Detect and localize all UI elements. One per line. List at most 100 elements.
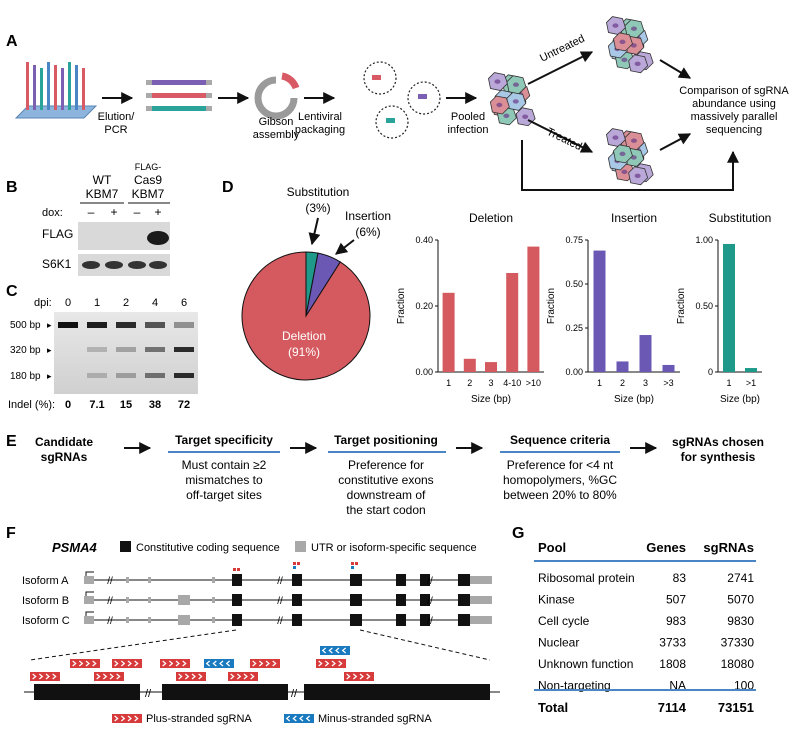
- step-infection: infection: [448, 124, 489, 136]
- gel-band-320: [87, 347, 107, 352]
- coding-exon: [458, 614, 470, 626]
- panel-c-label: C: [6, 283, 18, 300]
- arrow-pooled-bypass: [521, 140, 739, 191]
- legend-utr-swatch: [295, 541, 306, 552]
- y-tick-label: 0.50: [695, 301, 713, 311]
- pool-name: Unknown function: [538, 657, 633, 671]
- panel-b: B WT KBM7 FLAG- Cas9 KBM7 dox: – + – + F…: [6, 162, 170, 276]
- legend-minus-label: Minus-stranded sgRNA: [318, 713, 432, 725]
- utr-exon: [212, 597, 215, 603]
- plus-sgrna: [160, 659, 190, 668]
- utr-exon: [212, 617, 215, 623]
- utr-exon: [212, 577, 215, 583]
- bar: [639, 335, 652, 372]
- bar-chart-title: Substitution: [709, 211, 772, 225]
- g-header-genes: Genes: [646, 540, 686, 555]
- svg-text:0: 0: [65, 399, 71, 411]
- gel-band-500: [116, 322, 136, 328]
- panel-d-label: D: [222, 179, 234, 196]
- x-tick-label: >1: [746, 378, 756, 388]
- f-gene-name: PSMA4: [52, 540, 98, 555]
- utr-exon: [126, 597, 129, 603]
- plus-sgrna: [228, 672, 258, 681]
- g-total-sgrnas: 73151: [718, 700, 754, 715]
- utr-exon: [148, 597, 151, 603]
- coding-exon: [292, 614, 302, 626]
- bar: [723, 243, 735, 372]
- zoom-exon: [304, 684, 490, 700]
- zoom-exon: [34, 684, 140, 700]
- isoform-exon: [178, 615, 190, 625]
- plus-sgrna: [112, 714, 142, 723]
- svg-text:constitutive exons: constitutive exons: [338, 473, 433, 487]
- coding-exon: [350, 614, 362, 626]
- e-crit3-title: Sequence criteria: [510, 433, 610, 447]
- coding-exon: [396, 574, 406, 586]
- svg-text:between 20% to 80%: between 20% to 80%: [503, 488, 617, 502]
- utr-exon: [84, 576, 94, 584]
- x-tick-label: 1: [597, 378, 602, 388]
- panel-a: A Elution/ PCR Gibson assembly Lentivira…: [6, 16, 789, 191]
- plus-sgrna: [176, 672, 206, 681]
- isoform-track: //////: [84, 611, 492, 627]
- svg-text:▸: ▸: [47, 320, 52, 330]
- arrow-to-compare-bottom: [659, 133, 692, 151]
- pie-label-substitution-pct: (3%): [305, 201, 330, 215]
- g-total-genes: 7114: [658, 700, 687, 715]
- isoform-track: //////: [84, 591, 492, 607]
- gel-band-500: [87, 322, 107, 328]
- pie-label-insertion-pct: (6%): [355, 225, 380, 239]
- isoform-c-label: Isoform C: [22, 615, 70, 627]
- arrow-untreated: [527, 51, 594, 85]
- plus-sgrna: [112, 659, 142, 668]
- break-mark: //: [277, 616, 283, 627]
- bar-chart-title: Insertion: [611, 211, 657, 225]
- break-mark: //: [291, 688, 298, 700]
- zoom-exon: [162, 684, 288, 700]
- svg-text:6: 6: [181, 297, 187, 309]
- b-col2-line1: FLAG-: [135, 162, 162, 172]
- pool-name: Nuclear: [538, 636, 579, 650]
- c-indel-label: Indel (%):: [8, 399, 55, 411]
- gel-band-180: [174, 373, 194, 378]
- y-tick-label: 0.75: [565, 235, 583, 245]
- b-row-flag: FLAG: [42, 227, 73, 241]
- pool-name: Cell cycle: [538, 614, 590, 628]
- coding-exon: [350, 574, 362, 586]
- svg-text:1: 1: [94, 297, 100, 309]
- legend-coding-label: Constitutive coding sequence: [136, 542, 280, 554]
- bar: [442, 292, 455, 372]
- x-tick-label: 4-10: [503, 378, 521, 388]
- y-axis-label: Fraction: [396, 288, 407, 324]
- legend-plus-swatch: [112, 714, 142, 723]
- svg-text:▸: ▸: [47, 371, 52, 381]
- coding-exon: [350, 594, 362, 606]
- outcome-line-3: massively parallel: [691, 111, 778, 123]
- sgrna-count: 2741: [727, 571, 754, 585]
- svg-text:–: –: [88, 205, 95, 219]
- isoform-exon: [178, 595, 190, 605]
- svg-text:–: –: [134, 205, 141, 219]
- svg-text:Must contain ≥2: Must contain ≥2: [182, 458, 267, 472]
- e-crit1-title: Target specificity: [175, 433, 273, 447]
- y-tick-label: 0.25: [565, 323, 583, 333]
- svg-text:downstream of: downstream of: [347, 488, 426, 502]
- x-tick-label: 3: [643, 378, 648, 388]
- pcr-products-icon: [146, 80, 212, 111]
- outcome-line-4: sequencing: [706, 124, 762, 136]
- pie-label-insertion: Insertion: [345, 209, 391, 223]
- plus-sgrna: [316, 659, 346, 668]
- panel-a-label: A: [6, 33, 18, 50]
- sgrna-marker: [351, 562, 354, 565]
- svg-text:72: 72: [178, 399, 190, 411]
- step-gibson: Gibson: [259, 116, 294, 128]
- gene-count: 983: [666, 614, 686, 628]
- coding-exon: [396, 594, 406, 606]
